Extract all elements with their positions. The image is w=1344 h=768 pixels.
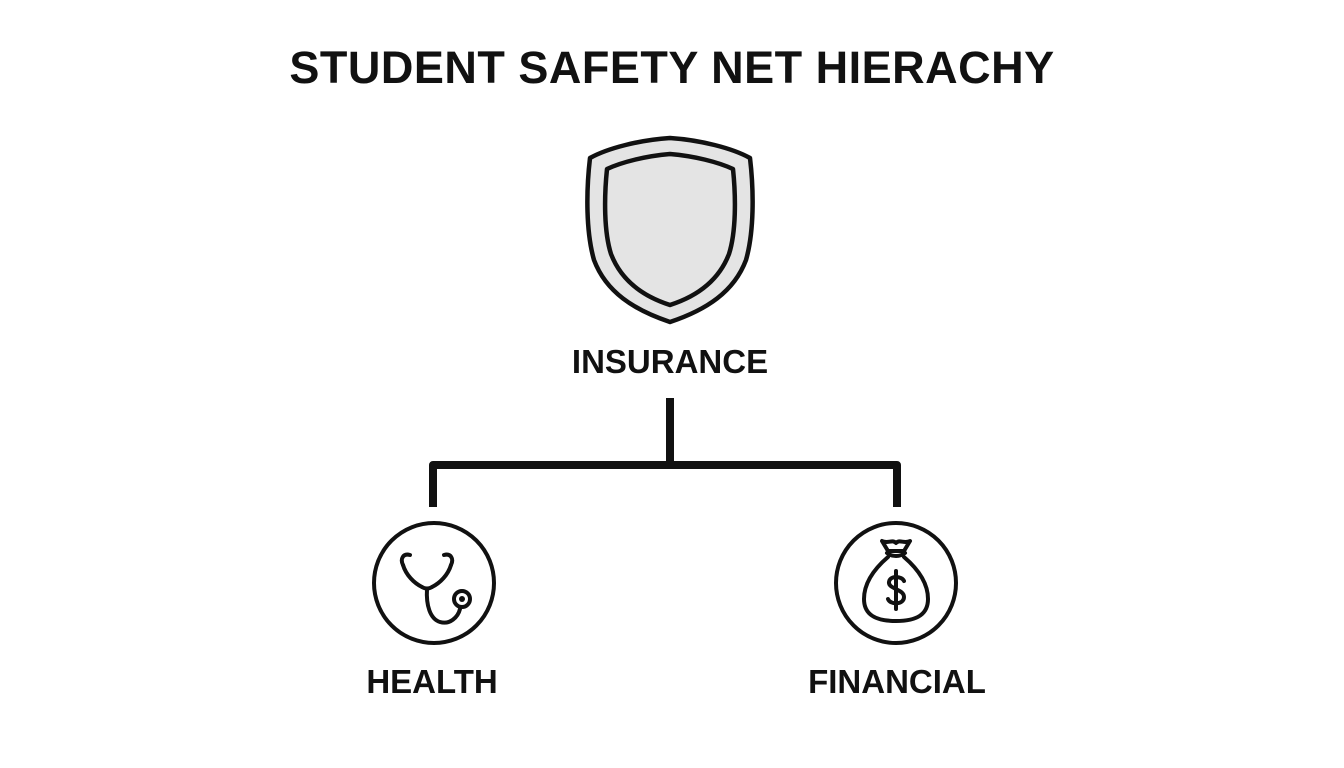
shield-icon (584, 132, 756, 328)
stethoscope-icon (370, 519, 498, 647)
connector-horizontal-bar (429, 461, 901, 507)
node-label-health: HEALTH (366, 663, 498, 700)
node-label-financial: FINANCIAL (808, 663, 986, 700)
node-label-insurance: INSURANCE (571, 343, 769, 380)
diagram-title: STUDENT SAFETY NET HIERACHY (289, 42, 1055, 93)
money-bag-icon (832, 519, 960, 647)
health-icon-circle (372, 521, 496, 645)
